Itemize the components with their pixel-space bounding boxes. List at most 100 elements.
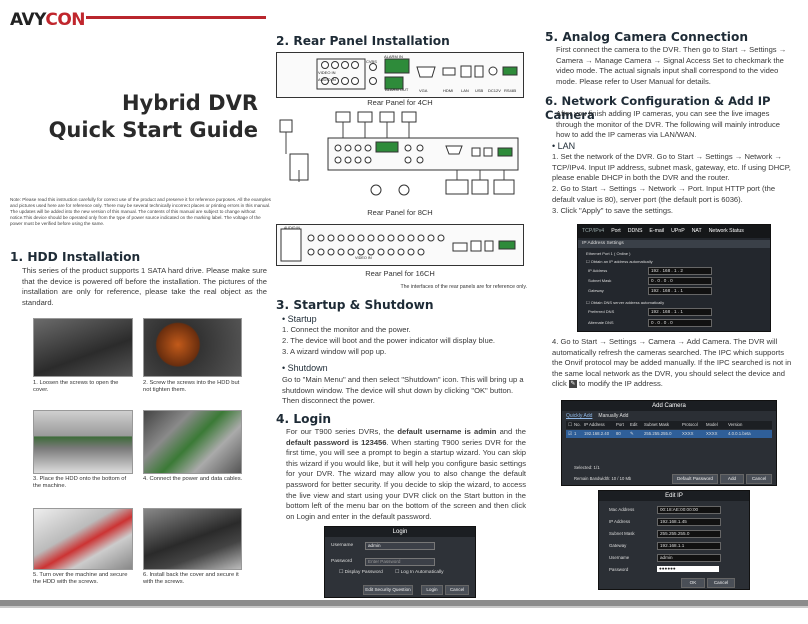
hdd-photo-5 — [33, 508, 133, 570]
dns-auto-label: Obtain DNS server address automatically — [590, 300, 665, 305]
bottom-divider-light — [0, 606, 808, 608]
lan-step-3: 3. Click "Apply" to save the settings. — [552, 206, 674, 215]
label-usb: USB — [475, 88, 484, 93]
title-line-2: Quick Start Guide — [48, 118, 258, 142]
label-16ch-video-in: VIDEO IN — [355, 256, 372, 260]
hdd-heading: 1. HDD Installation — [10, 250, 141, 264]
lan-step-4-text-a: 4. Go to Start → Settings → Camera → Add… — [552, 337, 792, 389]
caption-4ch: Rear Panel for 4CH — [367, 98, 433, 107]
shutdown-subtitle: • Shutdown — [282, 363, 328, 373]
default-password-button[interactable]: Default Password — [672, 474, 718, 484]
camera-row[interactable]: ☑ 1 192.168.2.40 80 ✎ 255.255.255.0 XXXX… — [566, 430, 772, 438]
login-text-e: . When starting T900 series DVR for the … — [286, 437, 527, 521]
cell-subnet: 255.255.255.0 — [644, 431, 672, 436]
username-select[interactable]: admin — [365, 542, 435, 550]
login-text: For our T900 series DVRs, the default us… — [286, 427, 526, 522]
password-input[interactable]: Enter Password — [365, 558, 435, 566]
edit-ok-button[interactable]: OK — [681, 578, 705, 588]
cell-model: XXXX — [706, 431, 718, 436]
tab-manually-add[interactable]: Manually Add — [598, 413, 629, 419]
lan-step-4: 4. Go to Start → Settings → Camera → Add… — [552, 337, 792, 390]
edit-username-label: Username — [609, 555, 630, 560]
alternate-dns-field[interactable]: 0 . 0 . 0 . 0 — [648, 319, 712, 327]
label-rs485: RS485 — [504, 88, 517, 93]
startup-step-1: 1. Connect the monitor and the power. — [282, 325, 411, 334]
dns-auto-checkbox[interactable]: ☐ Obtain DNS server address automaticall… — [586, 300, 665, 305]
shutdown-subtitle-text: Shutdown — [287, 363, 328, 373]
tab-ddns[interactable]: DDNS — [627, 228, 643, 234]
edit-password-label: Password — [609, 567, 629, 572]
startup-heading: 3. Startup & Shutdown — [276, 298, 434, 312]
cell-protocol: XXXX — [682, 431, 694, 436]
label-lan: LAN — [461, 88, 469, 93]
edit-ip-address-field[interactable]: 192.168.1.45 — [657, 518, 721, 526]
cell-version: 4.0.0.1.beta — [728, 431, 751, 436]
edit-security-button[interactable]: Edit Security Question — [363, 585, 413, 595]
tab-upnp[interactable]: UPnP — [671, 228, 685, 234]
edit-password-field[interactable]: ●●●●●● — [657, 566, 719, 572]
tab-quickly-add[interactable]: Quickly Add — [566, 413, 593, 419]
login-default-password: default password is 123456 — [286, 437, 387, 447]
col-no: No. — [574, 422, 581, 427]
col-ip: IP Address — [584, 422, 605, 427]
gateway-field[interactable]: 192 . 168 . 1 . 1 — [648, 287, 712, 295]
preferred-dns-field[interactable]: 192 . 168 . 1 . 1 — [648, 308, 712, 316]
cell-port: 80 — [616, 431, 621, 436]
label-vga: VGA — [419, 88, 428, 93]
ethernet-port-label: Ethernet Port 1 ( Online ) — [586, 251, 631, 256]
obtain-ip-label: Obtain an IP address automatically — [590, 259, 653, 264]
edit-gateway-field[interactable]: 192.168.1.1 — [657, 542, 721, 550]
login-button[interactable]: Login — [421, 585, 443, 595]
shutdown-text: Go to "Main Menu" and then select "Shutd… — [282, 375, 524, 406]
edit-subnet-field[interactable]: 255.255.255.0 — [657, 530, 721, 538]
tab-tcpipv4[interactable]: TCP/IPv4 — [582, 228, 605, 234]
password-label: Password — [331, 559, 353, 564]
header-check[interactable]: ☐ — [568, 422, 572, 427]
lan-step-4-text-b: to modify the IP address. — [579, 379, 663, 389]
network-heading: 6. Network Configuration & Add IP Camera — [545, 94, 771, 122]
hdd-step-1: 1. Loosen the screws to open the cover. — [33, 380, 119, 394]
startup-subtitle: • Startup — [282, 314, 317, 324]
obtain-ip-checkbox[interactable]: ☐ Obtain an IP address automatically — [586, 259, 653, 264]
label-cvbs: CVBS — [366, 59, 377, 64]
col-subnet: Subnet Mask — [644, 422, 670, 427]
tab-network-status[interactable]: Network Status — [708, 228, 744, 234]
caption-16ch: Rear Panel for 16CH — [365, 269, 435, 278]
subnet-mask-field[interactable]: 0 . 0 . 0 . 0 — [648, 277, 712, 285]
lan-step-1: 1. Set the network of the DVR. Go to Sta… — [552, 152, 791, 183]
add-camera-tabs: Quickly Add Manually Add — [562, 411, 776, 421]
rear-panel-8ch-diagram — [276, 110, 526, 206]
tab-nat[interactable]: NAT — [691, 228, 702, 234]
hdd-step-5: 5. Turn over the machine and secure the … — [33, 572, 128, 586]
pencil-icon[interactable]: ✎ — [630, 431, 634, 436]
edit-cancel-button[interactable]: Cancel — [707, 578, 735, 588]
login-cancel-button[interactable]: Cancel — [445, 585, 469, 595]
add-button[interactable]: Add — [720, 474, 744, 484]
analog-heading: 5. Analog Camera Connection — [545, 30, 749, 44]
display-password-checkbox[interactable]: ☐ Display Password — [339, 570, 383, 575]
edit-username-field[interactable]: admin — [657, 554, 721, 562]
rear-footnote: The interfaces of the rear panels are fo… — [400, 284, 528, 290]
add-camera-panel: Add Camera Quickly Add Manually Add ☐ No… — [561, 400, 777, 486]
edit-ip-address-label: IP Address — [609, 519, 631, 524]
selected-count: Selected: 1/1 — [574, 465, 600, 470]
caption-8ch: Rear Panel for 8CH — [367, 208, 433, 217]
login-auto-checkbox[interactable]: ☐ Log In Automatically — [395, 570, 444, 575]
add-cancel-button[interactable]: Cancel — [746, 474, 772, 484]
row-check[interactable]: ☑ — [568, 431, 572, 436]
tab-port[interactable]: Port — [611, 228, 621, 234]
startup-step-3: 3. A wizard window will pop up. — [282, 347, 387, 356]
mac-address-field[interactable]: 00:18:AE:00:00:00 — [657, 506, 721, 514]
hdd-step-6: 6. Install back the cover and secure it … — [143, 572, 239, 586]
rear-panel-16ch-ports — [280, 228, 516, 262]
preferred-dns-label: Preferred DNS — [588, 309, 615, 314]
tab-email[interactable]: E-mail — [649, 228, 665, 234]
lan-subtitle-text: LAN — [557, 141, 576, 151]
edit-gateway-label: Gateway — [609, 543, 627, 548]
hdd-intro: This series of the product supports 1 SA… — [22, 266, 267, 307]
ip-settings-section: IP Address Settings — [578, 240, 770, 248]
add-camera-title: Add Camera — [562, 401, 776, 411]
hdd-photo-3 — [33, 410, 133, 474]
ip-address-field[interactable]: 192 . 168 . 1 . 2 — [648, 267, 712, 275]
add-camera-header-row: ☐ No. IP Address Port Edit Subnet Mask P… — [566, 421, 772, 429]
